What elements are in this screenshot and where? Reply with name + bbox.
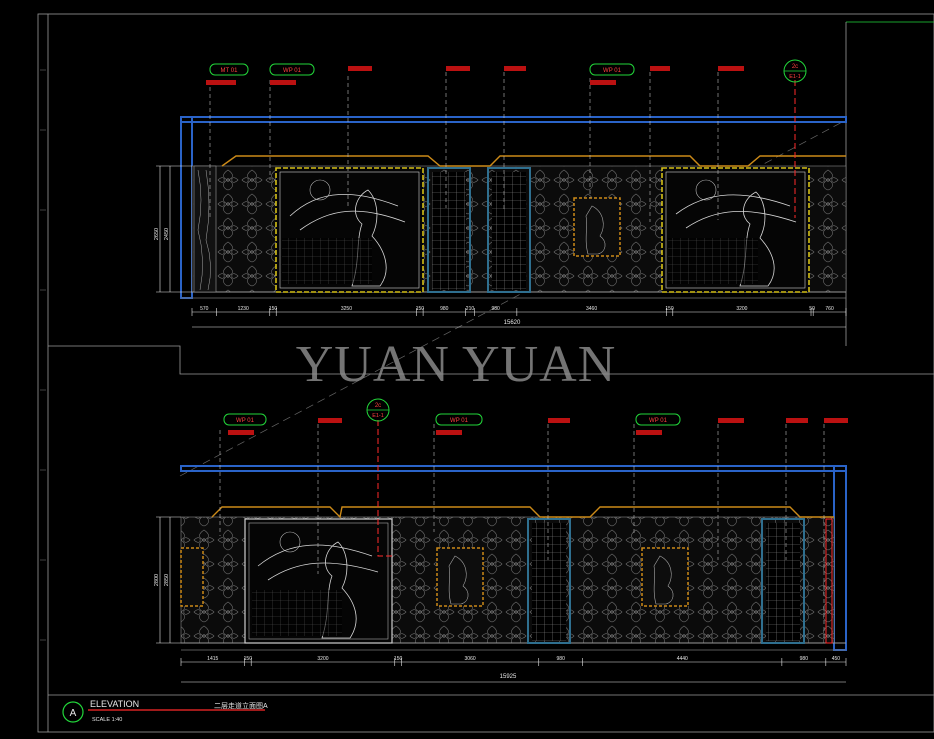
upper-total-dimension: 15620 [504, 320, 521, 326]
svg-text:WP 01: WP 01 [236, 418, 255, 424]
elevation-scale: SCALE 1:40 [92, 717, 122, 723]
dimension-label: 3250 [341, 306, 352, 312]
lower-art-panel-3 [641, 547, 689, 607]
dimension-label: 150 [394, 656, 403, 662]
dimension-label: 760 [825, 306, 834, 312]
upper-door-1 [427, 167, 471, 293]
upper-tag-2: WP 01 [269, 63, 315, 76]
lower-section-marker: 2c E1-1 [366, 398, 390, 422]
dimension-label: 1415 [207, 656, 218, 662]
upper-ceiling-band [180, 116, 847, 123]
dimension-label: 3060 [465, 656, 476, 662]
lower-light-trough [211, 506, 834, 519]
svg-text:2800: 2800 [154, 574, 160, 586]
svg-text:WP 01: WP 01 [283, 68, 302, 74]
lower-door-1 [527, 518, 571, 644]
elevation-title: ELEVATION [90, 699, 139, 709]
lower-total-dimension: 15925 [500, 674, 517, 680]
svg-text:MT 01: MT 01 [221, 68, 239, 74]
lower-ceiling-band [180, 465, 847, 472]
svg-text:2850: 2850 [164, 574, 170, 586]
upper-art-panel [573, 197, 621, 257]
upper-elevation: MT 01 WP 01 WP 01 2c E1-1 [154, 59, 847, 328]
dimension-label: 150 [244, 656, 253, 662]
elevation-badge [62, 701, 84, 723]
lower-art-panel-left [180, 547, 204, 607]
lower-tag-3: WP 01 [635, 413, 681, 426]
upper-tag-3: WP 01 [589, 63, 635, 76]
left-margin-ticks [40, 69, 46, 641]
dimension-label: 150 [416, 306, 425, 312]
dimension-label: 980 [800, 656, 809, 662]
svg-text:WP 01: WP 01 [649, 418, 668, 424]
dimension-label: 980 [557, 656, 566, 662]
dimension-label: 450 [832, 656, 841, 662]
svg-text:2c: 2c [375, 403, 381, 409]
upper-left-column [180, 116, 193, 299]
svg-text:WP 01: WP 01 [603, 68, 622, 74]
elevation-subtitle: 二层走道立面图A [214, 701, 268, 710]
lower-tag-2: WP 01 [435, 413, 483, 426]
svg-text:A: A [70, 708, 77, 719]
lower-height-dims [156, 516, 181, 644]
svg-text:2450: 2450 [164, 228, 170, 240]
lower-right-column [833, 465, 847, 651]
dimension-label: 3460 [586, 306, 597, 312]
lower-section-cut [377, 420, 392, 557]
watermark: YUAN YUAN [296, 336, 617, 393]
upper-light-trough [221, 155, 846, 167]
lower-tag-1: WP 01 [223, 413, 267, 426]
lower-dimension-chain: 1415 150 3200 150 3060 980 4440 980 450 [180, 656, 847, 666]
upper-tag-1: MT 01 [209, 63, 249, 76]
dimension-label: 1230 [238, 306, 249, 312]
upper-mural-1-figure [289, 189, 406, 287]
dimension-label: 4440 [677, 656, 688, 662]
dimension-label: 3200 [317, 656, 328, 662]
upper-door-2 [487, 167, 531, 293]
dimension-label: 50 [809, 306, 815, 312]
dimension-label: 150 [269, 306, 278, 312]
dimension-label: 150 [665, 306, 674, 312]
dimension-label: 3200 [736, 306, 747, 312]
svg-text:E1-1: E1-1 [372, 413, 384, 419]
upper-dimension-chain: 570 1230 150 3250 150 980 210 980 3460 150 3200 50 7… [191, 306, 847, 316]
svg-text:2650: 2650 [154, 228, 160, 240]
upper-height-dims [156, 165, 192, 293]
lower-door-2 [761, 518, 805, 644]
dimension-label: 210 [466, 306, 475, 312]
lower-elevation: WP 01 WP 01 WP 01 2c E1-1 [154, 398, 848, 683]
upper-left-drape [193, 165, 217, 293]
svg-text:WP 01: WP 01 [450, 418, 469, 424]
dimension-label: 570 [200, 306, 209, 312]
dimension-label: 980 [492, 306, 501, 312]
lower-art-panel-2 [436, 547, 484, 607]
svg-text:2c: 2c [792, 64, 798, 70]
svg-text:E1-1: E1-1 [789, 74, 801, 80]
title-block: A ELEVATION SCALE 1:40 二层走道立面图A [62, 699, 268, 723]
upper-section-marker: 2c E1-1 [783, 59, 807, 83]
dimension-label: 980 [440, 306, 449, 312]
